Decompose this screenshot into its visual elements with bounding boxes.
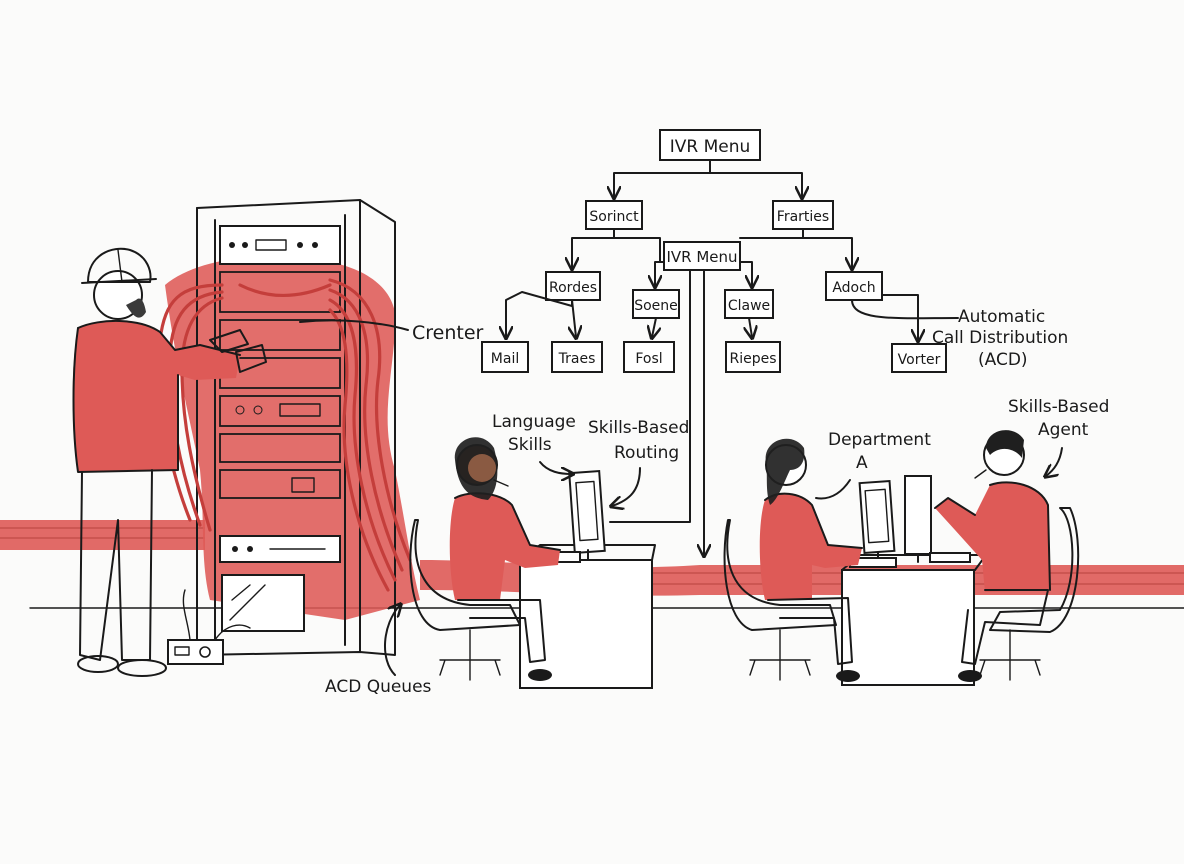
tree-leaf-box bbox=[623, 341, 675, 373]
tree-node-box bbox=[632, 289, 680, 319]
tree-level2-label: Clawe bbox=[728, 298, 770, 314]
skills-routing-line2: Routing bbox=[614, 443, 679, 463]
tree-level2-label: Soene bbox=[634, 298, 678, 314]
center-label: Crenter bbox=[412, 322, 484, 344]
acd-label-line1: Automatic bbox=[958, 307, 1045, 327]
tree-node-box bbox=[825, 271, 883, 301]
language-skills-line1: Language bbox=[492, 412, 576, 432]
tree-root-label: IVR Menu bbox=[670, 137, 751, 157]
acd-label-line3: (ACD) bbox=[978, 350, 1028, 370]
department-label-line1: Department bbox=[828, 430, 931, 450]
tree-leaf-box bbox=[725, 341, 781, 373]
skills-agent-line1: Skills-Based bbox=[1008, 397, 1109, 417]
tree-leaf-label: Vorter bbox=[898, 352, 941, 368]
acd-label-line2: Call Distribution bbox=[932, 328, 1068, 348]
tree-leaf-label: Fosl bbox=[635, 351, 662, 367]
tree-leaf-box bbox=[481, 341, 529, 373]
skills-agent-line2: Agent bbox=[1038, 420, 1089, 440]
tree-level2-label: Adoch bbox=[832, 280, 875, 296]
agent-desk-right bbox=[723, 430, 1080, 686]
acd-queues-label: ACD Queues bbox=[325, 677, 432, 697]
tree-leaf-label: Mail bbox=[491, 351, 519, 367]
skills-routing-line1: Skills-Based bbox=[588, 418, 689, 438]
floor-device bbox=[167, 589, 251, 665]
tree-leaf-label: Riepes bbox=[729, 351, 776, 367]
tree-node-box bbox=[772, 200, 834, 230]
floor-band-left bbox=[0, 520, 205, 550]
language-skills-line2: Skills bbox=[508, 435, 552, 455]
tree-level1-left-label: Sorinct bbox=[589, 209, 639, 225]
tree-leaf-box bbox=[551, 341, 603, 373]
ivr-tree: IVR Menu Sorinct Frarties IVR Menu Rorde… bbox=[481, 129, 959, 555]
tree-level1-right-label: Frarties bbox=[777, 209, 829, 225]
tree-mid-label: IVR Menu bbox=[666, 248, 737, 266]
department-label-line2: A bbox=[856, 453, 868, 473]
technician-figure bbox=[72, 247, 267, 677]
tree-leaf-box bbox=[891, 343, 947, 373]
tree-mid-box bbox=[663, 241, 741, 271]
tree-leaf-label: Traes bbox=[558, 351, 596, 367]
tree-level2-label: Rordes bbox=[549, 280, 597, 296]
tree-node-box bbox=[545, 271, 601, 301]
agent-desk-left bbox=[409, 437, 656, 689]
cable-glow bbox=[165, 255, 420, 621]
